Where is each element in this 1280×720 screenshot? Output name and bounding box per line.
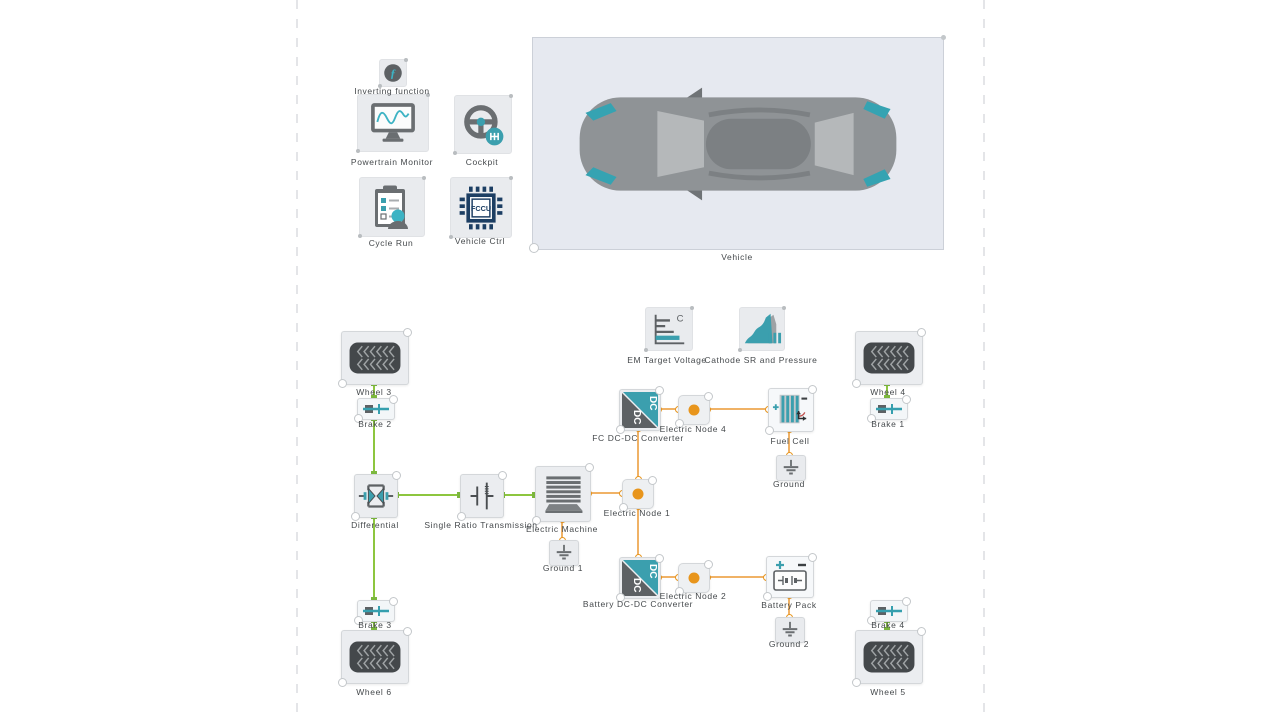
wheel-3-label: Wheel 3 (356, 387, 392, 397)
fuel-cell-label: Fuel Cell (770, 436, 810, 446)
fc-dc-dc-converter-label: FC DC-DC Converter (592, 433, 684, 443)
electric-node-2-label: Electric Node 2 (659, 591, 727, 601)
wheel-4-component[interactable] (852, 328, 926, 388)
powertrain-monitor-label: Powertrain Monitor (350, 157, 434, 167)
battery-dc-dc-converter-label: Battery DC-DC Converter (582, 599, 694, 609)
battery-pack-component[interactable] (763, 553, 817, 601)
wheel-5-label: Wheel 5 (870, 687, 906, 697)
car-top-view-icon (579, 87, 897, 201)
cycle-run-label: Cycle Run (368, 238, 414, 248)
tire-icon (347, 338, 403, 378)
ground-2-component[interactable] (775, 617, 805, 643)
steering-wheel-icon (460, 102, 506, 148)
ground-icon (780, 458, 802, 478)
electric-node-4-component[interactable] (675, 392, 713, 428)
vehicle-ctrl-component[interactable] (449, 176, 513, 239)
cathode-sr-pressure-component[interactable] (738, 306, 786, 352)
wire-machine-node1[interactable] (585, 489, 626, 497)
tire-icon (861, 637, 917, 677)
battery-icon (768, 558, 812, 596)
wheel-6-component[interactable] (338, 627, 412, 687)
brake-icon (359, 400, 393, 418)
wheel-5-component[interactable] (852, 627, 926, 687)
page-boundary-right (983, 0, 985, 720)
cathode-sr-pressure-label: Cathode SR and Pressure (704, 355, 818, 365)
brake-2-label: Brake 2 (358, 419, 392, 429)
fuel-cell-component[interactable] (765, 385, 817, 435)
monitor-icon (369, 101, 417, 145)
ground-component[interactable] (776, 455, 806, 481)
single-ratio-transmission-component[interactable] (457, 471, 507, 521)
vehicle-label: Vehicle (721, 252, 753, 262)
pressure-curve-icon (741, 309, 783, 349)
fccu-chip-icon (457, 184, 505, 232)
wheel-6-label: Wheel 6 (356, 687, 392, 697)
inverting-function-component[interactable] (378, 58, 408, 88)
ground-1-label: Ground 1 (542, 563, 584, 573)
differential-label: Differential (351, 520, 399, 530)
wire-batteryconverter-node2[interactable] (655, 573, 682, 581)
inverting-function-icon (381, 61, 405, 85)
brake-1-component[interactable] (867, 395, 911, 423)
single-ratio-transmission-label: Single Ratio Transmission (424, 520, 538, 530)
wheel-4-label: Wheel 4 (870, 387, 906, 397)
wheel-3-component[interactable] (338, 328, 412, 388)
brake-icon (872, 602, 906, 620)
electric-motor-icon (538, 469, 588, 519)
differential-icon (356, 476, 396, 516)
em-target-voltage-component[interactable] (644, 306, 694, 352)
target-voltage-chart-icon (647, 309, 691, 349)
brake-1-label: Brake 1 (871, 419, 905, 429)
wire-node4-fuelcell[interactable] (704, 405, 772, 413)
brake-icon (359, 602, 393, 620)
electric-machine-component[interactable] (532, 463, 594, 525)
electric-node-1-component[interactable] (619, 476, 657, 512)
brake-4-component[interactable] (867, 597, 911, 625)
inverting-function-label: Inverting function (354, 86, 430, 96)
brake-2-component[interactable] (354, 395, 398, 423)
electric-machine-label: Electric Machine (526, 524, 598, 534)
ground-icon (553, 543, 575, 563)
dc-dc-converter-icon (621, 391, 659, 429)
em-target-voltage-label: EM Target Voltage (627, 355, 707, 365)
ground-1-component[interactable] (549, 540, 579, 566)
dc-dc-converter-icon (621, 559, 659, 597)
battery-dc-dc-converter-component[interactable] (616, 554, 664, 602)
brake-icon (872, 400, 906, 418)
wire-transmission-machine[interactable] (499, 492, 538, 498)
differential-component[interactable] (351, 471, 401, 521)
gear-shafts-icon (462, 476, 502, 516)
cockpit-label: Cockpit (465, 157, 499, 167)
tire-icon (861, 338, 917, 378)
brake-4-label: Brake 4 (871, 620, 905, 630)
ground-label: Ground (773, 479, 805, 489)
brake-3-component[interactable] (354, 597, 398, 625)
powertrain-monitor-component[interactable] (356, 93, 430, 153)
electric-node-icon (680, 565, 708, 591)
page-boundary-left (296, 0, 298, 720)
vehicle-ctrl-label: Vehicle Ctrl (454, 236, 506, 246)
electric-node-icon (624, 481, 652, 507)
ground-2-label: Ground 2 (768, 639, 810, 649)
electric-node-4-label: Electric Node 4 (659, 424, 727, 434)
fc-dc-dc-converter-component[interactable] (616, 386, 664, 434)
wire-node2-batterypack[interactable] (704, 573, 770, 581)
cycle-run-component[interactable] (358, 176, 426, 238)
ground-icon (779, 620, 801, 640)
wire-fcconverter-node4[interactable] (655, 405, 682, 413)
battery-pack-label: Battery Pack (761, 600, 817, 610)
clipboard-person-icon (369, 183, 415, 231)
tire-icon (347, 637, 403, 677)
fuel-cell-icon (771, 391, 811, 429)
electric-node-icon (680, 397, 708, 423)
cockpit-component[interactable] (453, 94, 513, 155)
vehicle-component[interactable] (529, 35, 946, 253)
brake-3-label: Brake 3 (358, 620, 392, 630)
wire-differential-transmission[interactable] (393, 492, 463, 498)
electric-node-1-label: Electric Node 1 (603, 508, 671, 518)
electric-node-2-component[interactable] (675, 560, 713, 596)
